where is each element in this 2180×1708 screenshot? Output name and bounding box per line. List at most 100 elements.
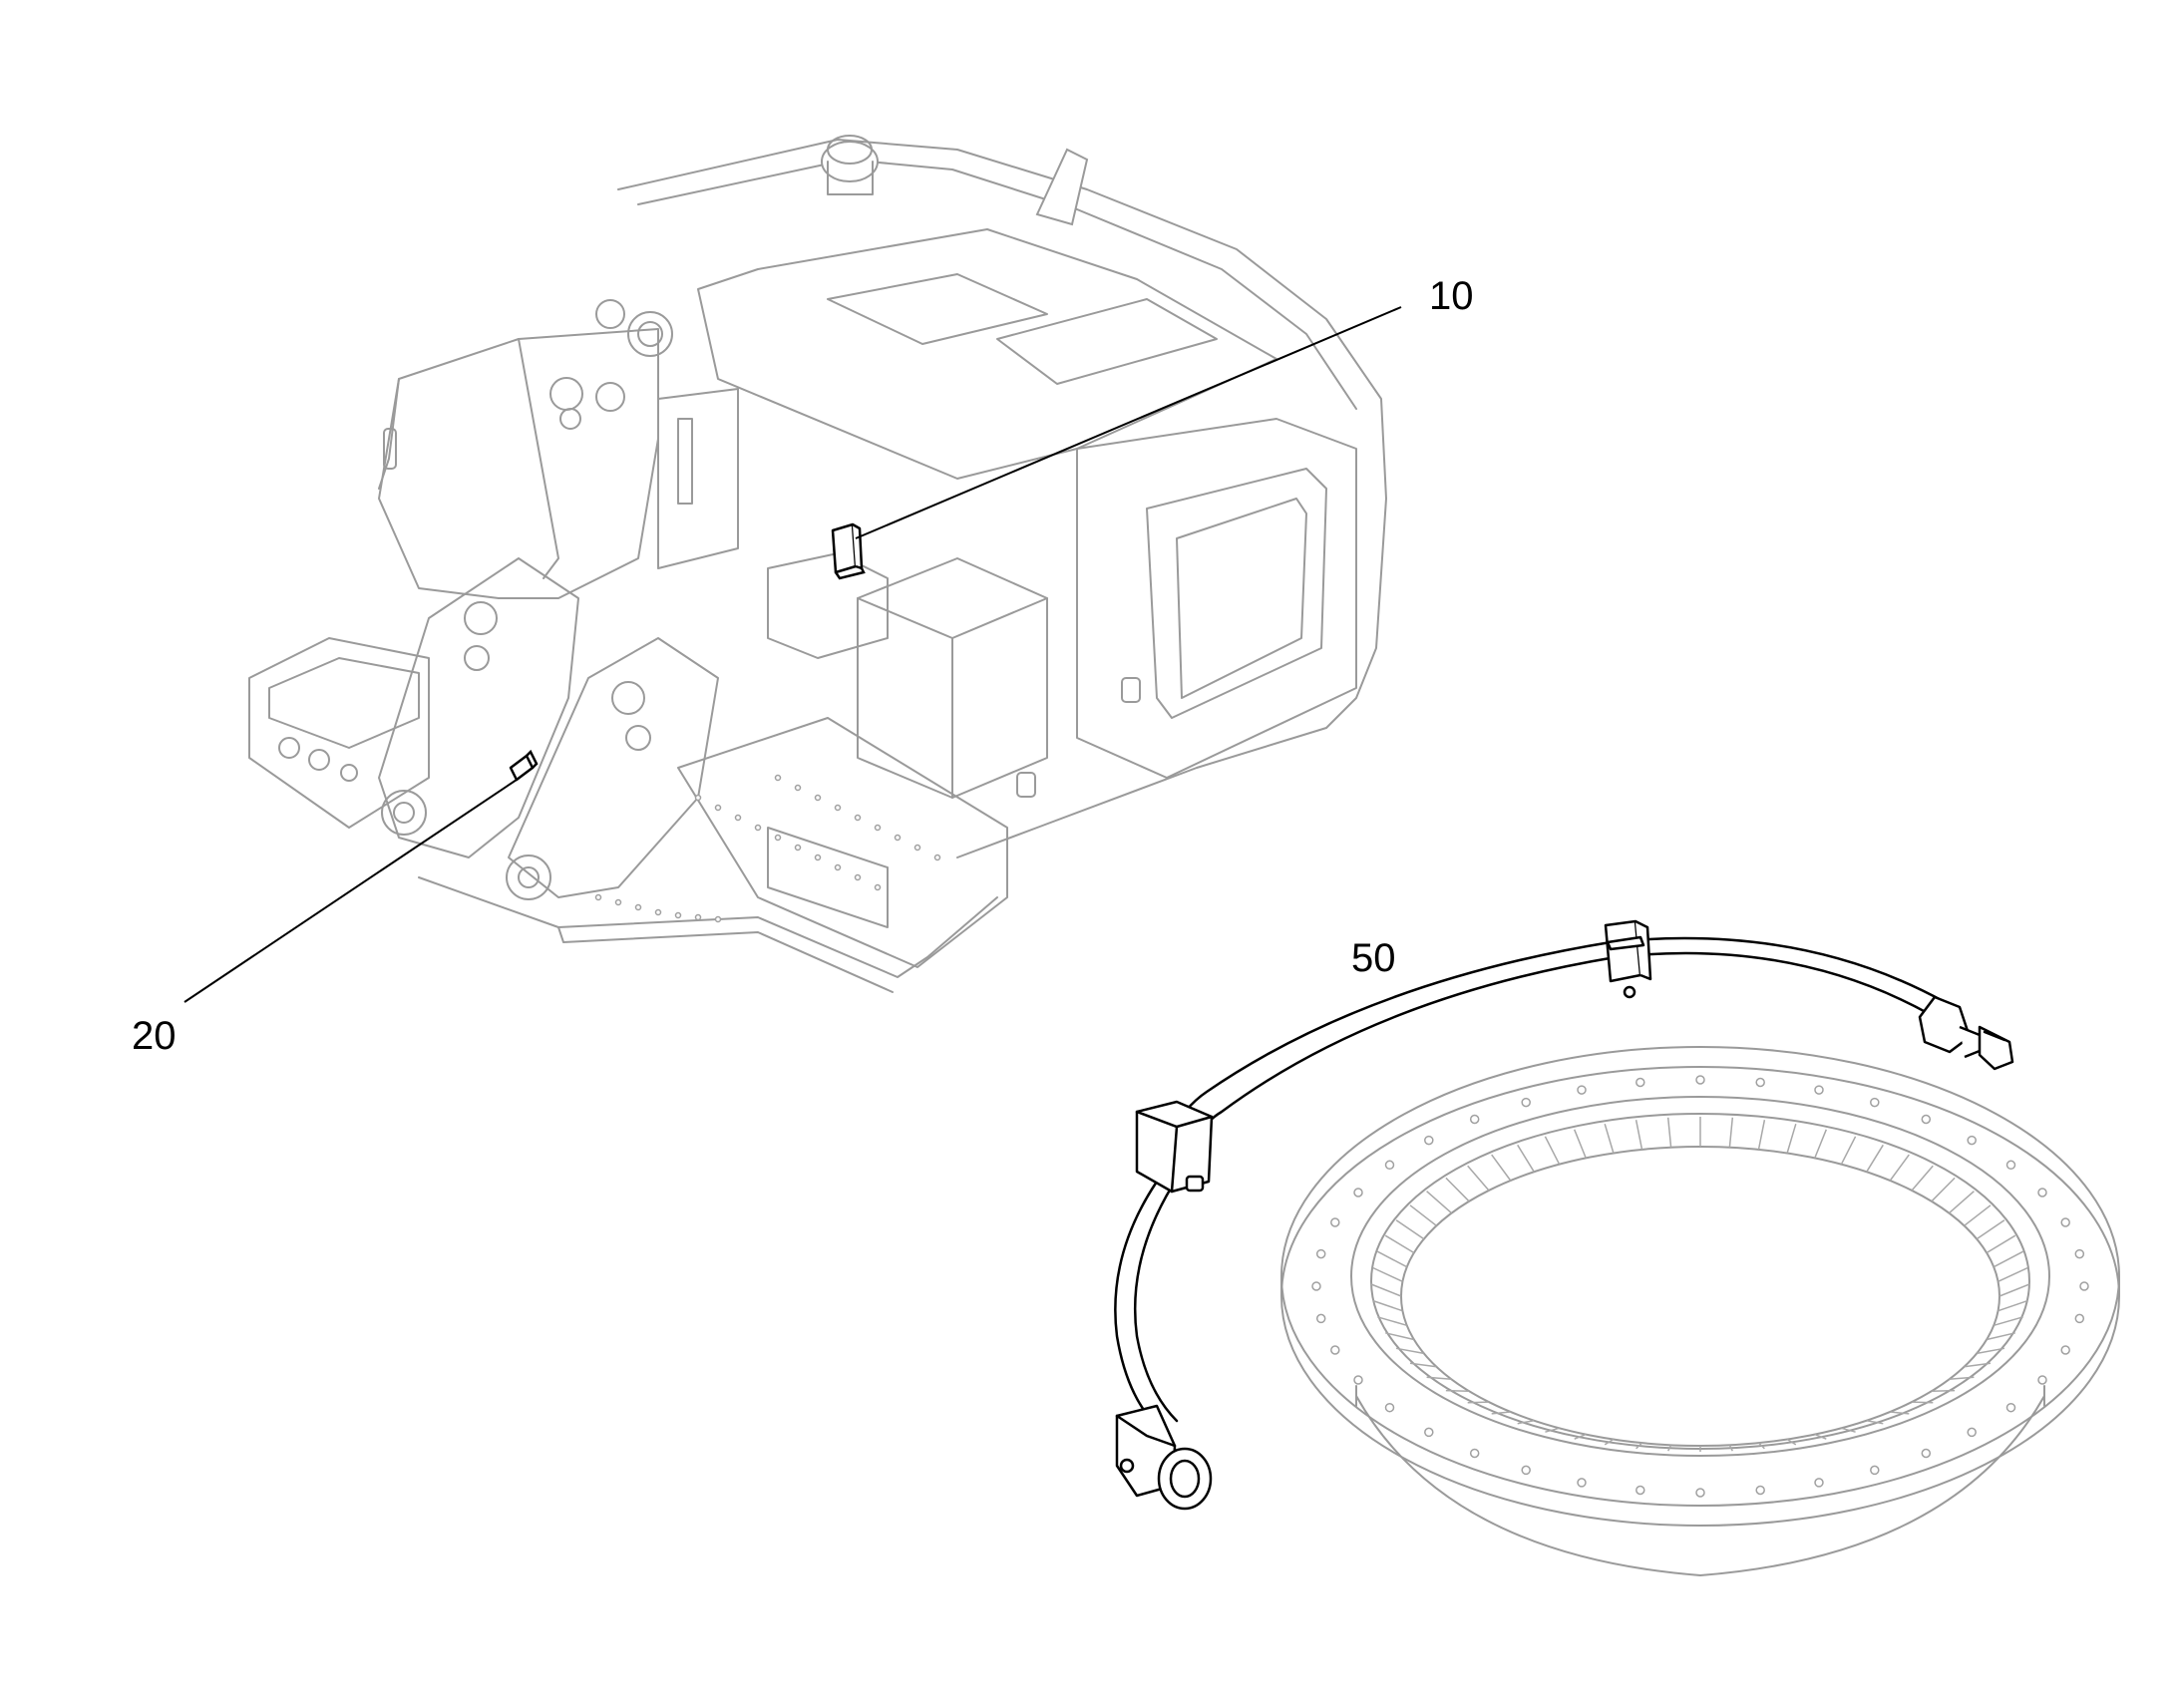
ring-gear-tooth bbox=[1866, 1419, 1884, 1425]
ring-bolt-hole bbox=[1353, 1375, 1363, 1385]
deck-bolt-hole bbox=[834, 863, 842, 871]
ring-gear-tooth bbox=[1604, 1438, 1615, 1446]
ring-bolt-hole bbox=[1814, 1478, 1824, 1488]
ring-bolt-hole bbox=[1311, 1281, 1321, 1291]
ring-gear-tooth bbox=[1376, 1250, 1408, 1268]
ring-gear-tooth bbox=[1840, 1136, 1857, 1166]
deck-bolt-hole bbox=[594, 893, 602, 901]
deck-bolt-hole bbox=[774, 834, 782, 842]
callout-50: 50 bbox=[1351, 936, 1396, 980]
ring-gear-tooth bbox=[1841, 1427, 1856, 1433]
ring-gear-tooth bbox=[1385, 1332, 1415, 1341]
ring-gear-tooth bbox=[1409, 1362, 1437, 1368]
ring-gear-tooth bbox=[1986, 1234, 2016, 1254]
deck-bolt-hole bbox=[814, 794, 822, 802]
ring-gear-tooth bbox=[1889, 1154, 1910, 1182]
ring-gear-tooth bbox=[1517, 1419, 1535, 1425]
ring-gear-tooth bbox=[1409, 1204, 1437, 1226]
callout-10: 10 bbox=[1429, 274, 1474, 318]
ring-gear-tooth bbox=[1977, 1347, 2005, 1355]
ring-bolt-hole bbox=[1353, 1188, 1363, 1197]
ring-bolt-hole bbox=[1521, 1097, 1531, 1108]
ring-bolt-hole bbox=[2060, 1217, 2070, 1227]
ring-gear-tooth bbox=[1911, 1165, 1934, 1192]
ring-bolt-hole bbox=[1469, 1448, 1480, 1459]
ring-gear-tooth bbox=[1635, 1442, 1643, 1450]
ring-gear-tooth bbox=[1467, 1165, 1490, 1192]
ring-gear-tooth bbox=[1445, 1389, 1470, 1392]
ring-gear-tooth bbox=[1372, 1299, 1403, 1312]
callout-20: 20 bbox=[132, 1014, 177, 1058]
ring-gear-tooth bbox=[1976, 1219, 2005, 1240]
ring-gear-tooth bbox=[1757, 1120, 1766, 1151]
deck-bolt-hole bbox=[794, 844, 802, 852]
ring-gear-tooth bbox=[1948, 1191, 1975, 1214]
ring-bolt-hole bbox=[1921, 1448, 1932, 1459]
deck-bolt-hole bbox=[694, 794, 702, 802]
ring-bolt-hole bbox=[1469, 1114, 1480, 1125]
ring-bolt-hole bbox=[2060, 1345, 2070, 1355]
ring-gear-tooth bbox=[1574, 1433, 1587, 1440]
ring-gear-tooth bbox=[1786, 1438, 1797, 1446]
ring-bolt-hole bbox=[2074, 1313, 2085, 1324]
ring-bolt-hole bbox=[1424, 1427, 1434, 1438]
ring-gear-tooth bbox=[1998, 1283, 2030, 1297]
deck-bolt-hole bbox=[774, 774, 782, 782]
ring-gear-tooth bbox=[1912, 1401, 1934, 1404]
deck-bolt-hole bbox=[794, 784, 802, 792]
ring-gear-tooth bbox=[1370, 1283, 1402, 1297]
ring-gear-tooth bbox=[1377, 1316, 1408, 1327]
item-50-hose bbox=[1114, 919, 2014, 1511]
ring-gear-tooth bbox=[1998, 1299, 2028, 1312]
deck-bolt-hole bbox=[874, 824, 882, 832]
leader-10 bbox=[855, 306, 1402, 539]
ring-bolt-hole bbox=[1814, 1085, 1824, 1095]
ring-gear-tooth bbox=[1372, 1266, 1403, 1282]
deck-bolt-hole bbox=[614, 898, 622, 906]
ring-gear-tooth bbox=[1491, 1154, 1512, 1182]
item-10-bracket bbox=[831, 522, 866, 580]
deck-bolt-hole bbox=[814, 854, 822, 861]
ring-gear-tooth bbox=[1757, 1442, 1765, 1450]
ring-bolt-hole bbox=[2005, 1402, 2016, 1413]
ring-gear-tooth bbox=[1666, 1117, 1672, 1148]
deck-bolt-hole bbox=[913, 844, 921, 852]
item-20-marker bbox=[509, 749, 539, 782]
ring-gear-tooth bbox=[1786, 1123, 1797, 1154]
deck-bolt-hole bbox=[714, 915, 722, 923]
ring-gear-tooth bbox=[1993, 1250, 2024, 1268]
leader-20 bbox=[183, 779, 518, 1003]
ring-gear-tooth bbox=[1728, 1444, 1733, 1452]
deck-bolt-hole bbox=[634, 903, 642, 911]
ring-bolt-hole bbox=[1967, 1135, 1977, 1146]
ring-gear-tooth bbox=[1866, 1144, 1884, 1173]
deck-bolt-hole bbox=[654, 908, 662, 916]
ring-bolt-hole bbox=[1755, 1077, 1765, 1088]
deck-bolt-hole bbox=[754, 824, 762, 832]
deck-bolt-hole bbox=[694, 913, 702, 921]
ring-gear-tooth bbox=[1574, 1129, 1587, 1159]
deck-bolt-hole bbox=[714, 804, 722, 812]
ring-gear-tooth bbox=[1604, 1123, 1615, 1154]
deck-bolt-hole bbox=[894, 834, 902, 842]
deck-bolt-hole bbox=[734, 814, 742, 822]
ring-gear-tooth bbox=[1384, 1234, 1415, 1254]
ring-gear-tooth bbox=[1728, 1117, 1734, 1148]
slewing-ring bbox=[1280, 1046, 2120, 1576]
deck-bolt-hole bbox=[674, 911, 682, 919]
ring-bolt-hole bbox=[1635, 1077, 1645, 1088]
ring-bolt-hole bbox=[2079, 1281, 2089, 1291]
ring-gear-tooth bbox=[1426, 1376, 1452, 1381]
machine-frame bbox=[248, 135, 1387, 993]
ring-bolt-hole bbox=[1384, 1160, 1395, 1171]
ring-bolt-hole bbox=[1695, 1075, 1705, 1085]
ring-gear-tooth bbox=[1395, 1347, 1424, 1355]
ring-bolt-hole bbox=[1870, 1465, 1880, 1476]
ring-gear-tooth bbox=[1993, 1316, 2023, 1327]
ring-gear-tooth bbox=[1814, 1129, 1827, 1159]
ring-gear-tooth bbox=[1964, 1204, 1992, 1226]
ring-bolt-hole bbox=[2037, 1188, 2047, 1197]
ring-bolt-hole bbox=[2074, 1248, 2085, 1259]
ring-gear-tooth bbox=[1949, 1376, 1975, 1381]
